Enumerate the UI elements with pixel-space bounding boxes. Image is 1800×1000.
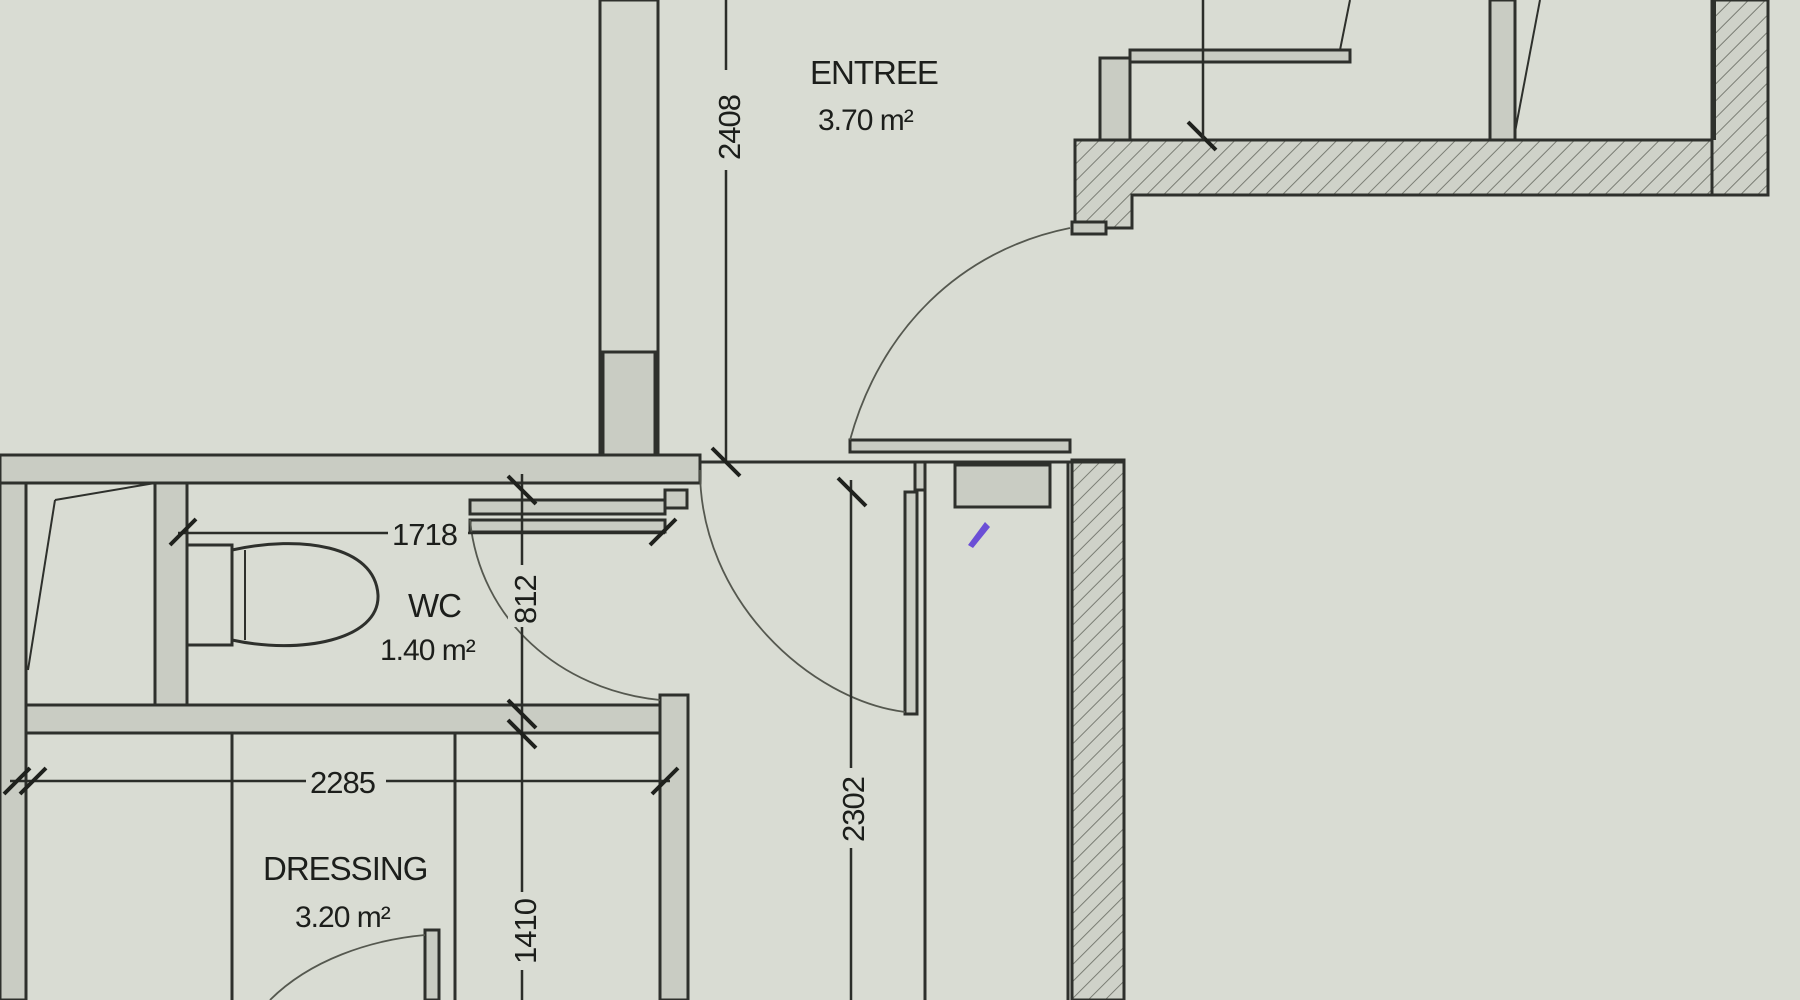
- entree-left-wall: [598, 0, 660, 457]
- dim-label-corridor-length: 2302: [836, 777, 871, 842]
- right-column: [700, 438, 1126, 1000]
- room-name-wc: WC: [408, 587, 461, 624]
- toilet-icon: [185, 542, 380, 648]
- upper-right-wall: [1070, 0, 1770, 236]
- dimension-dressing-width: 2285: [2, 764, 680, 800]
- dim-label-wc-depth: 812: [508, 575, 543, 624]
- wc-room: [0, 481, 690, 1000]
- room-label-wc: WC 1.40 m²: [380, 587, 477, 667]
- dressing-room: [230, 733, 457, 1000]
- dimension-wc-depth: 812: [506, 474, 543, 750]
- room-area-entree: 3.70 m²: [818, 104, 914, 137]
- wc-top-wall: [0, 453, 702, 534]
- dimension-wc-width: 1718: [168, 516, 678, 552]
- room-area-wc: 1.40 m²: [380, 634, 476, 667]
- room-name-dressing: DRESSING: [263, 850, 427, 887]
- room-label-dressing: DRESSING 3.20 m²: [263, 850, 428, 934]
- dim-label-dressing-depth: 1410: [508, 898, 543, 964]
- dim-label-entree-height: 2408: [712, 95, 747, 160]
- dimension-dressing-depth: 1410: [508, 745, 543, 1000]
- door-swing-icon: [269, 227, 1071, 1000]
- room-label-entree: ENTREE 3.70 m²: [810, 54, 939, 137]
- dim-label-dressing-width: 2285: [310, 765, 375, 800]
- room-name-entree: ENTREE: [810, 54, 938, 91]
- room-area-dressing: 3.20 m²: [295, 901, 391, 934]
- pen-mark-icon: [968, 522, 990, 548]
- dimension-corridor-length: 2302: [836, 476, 871, 1000]
- dim-label-wc-width: 1718: [392, 517, 457, 552]
- dimension-entree-height: 2408: [710, 0, 747, 478]
